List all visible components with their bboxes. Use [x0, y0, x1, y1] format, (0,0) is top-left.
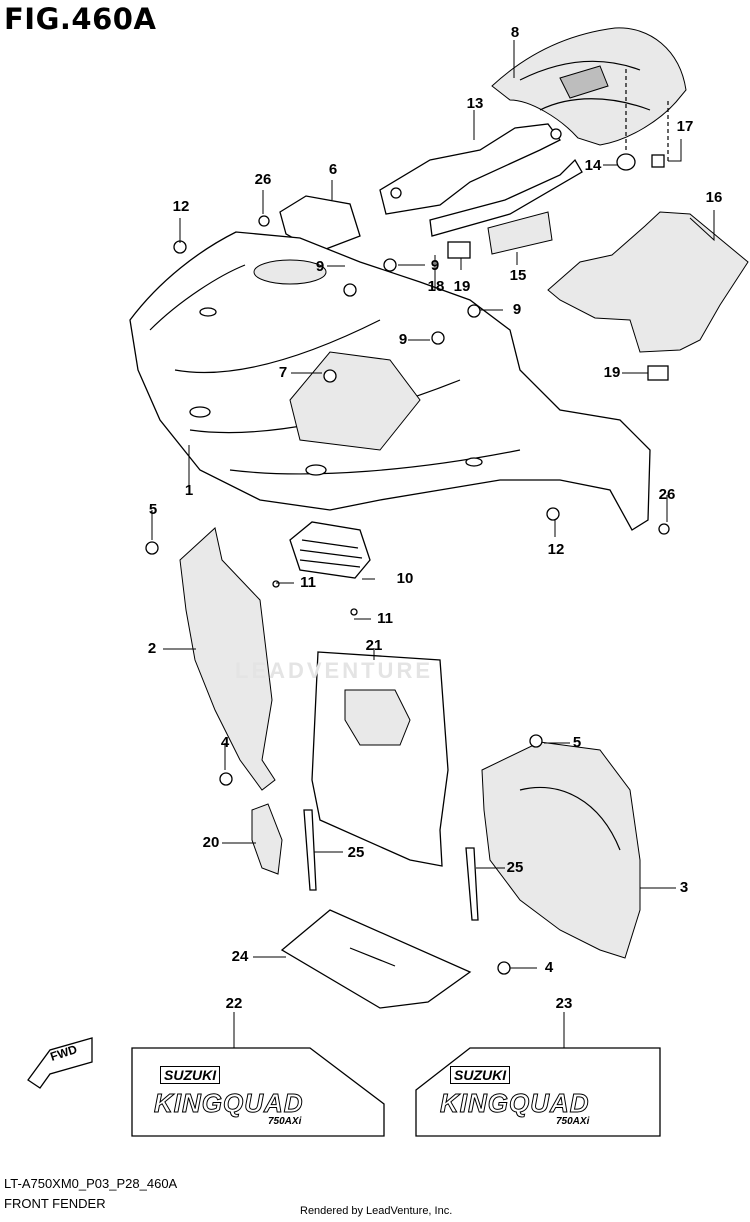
leader-lines [151, 40, 715, 1048]
callout-23[interactable]: 23 [555, 995, 573, 1012]
callout-2[interactable]: 2 [147, 640, 157, 657]
figure-title: FIG.460A [4, 2, 157, 36]
part-20-bracket [251, 803, 283, 875]
part-1-front-fender [129, 231, 651, 531]
callout-25[interactable]: 25 [506, 859, 524, 876]
callout-11[interactable]: 11 [300, 574, 316, 591]
part-21-panel [311, 651, 449, 867]
callout-10[interactable]: 10 [396, 570, 414, 587]
rendered-by: Rendered by LeadVenture, Inc. [300, 1205, 453, 1217]
part-7-grommet [323, 369, 337, 383]
callout-3[interactable]: 3 [679, 879, 689, 896]
callout-9[interactable]: 9 [512, 301, 522, 318]
callout-4[interactable]: 4 [544, 959, 554, 976]
decal-22-badge: 750AXi [268, 1116, 302, 1127]
callout-4[interactable]: 4 [220, 734, 230, 751]
fasteners [145, 215, 670, 975]
part-13-bracket [379, 123, 583, 237]
decal-23-brand: SUZUKI [450, 1066, 511, 1084]
watermark: LEADVENTURE [235, 658, 434, 683]
part-19b-block [647, 365, 669, 381]
callout-15[interactable]: 15 [509, 267, 527, 284]
callout-6[interactable]: 6 [328, 161, 338, 178]
part-15-pad [487, 211, 553, 255]
callout-26[interactable]: 26 [658, 486, 676, 503]
callout-17[interactable]: 17 [676, 118, 694, 135]
callout-19[interactable]: 19 [603, 364, 621, 381]
part-22-decal-left [131, 1047, 385, 1137]
part-25a-tie [303, 809, 317, 891]
callout-5[interactable]: 5 [148, 501, 158, 518]
callout-25[interactable]: 25 [347, 844, 365, 861]
callout-11[interactable]: 11 [377, 610, 393, 627]
decal-23-model: KINGQUAD [440, 1088, 590, 1119]
part-10-grille [289, 521, 371, 579]
callout-13[interactable]: 13 [466, 95, 484, 112]
callout-7[interactable]: 7 [278, 364, 288, 381]
part-8-cover [491, 27, 687, 146]
callout-20[interactable]: 20 [202, 834, 220, 851]
callout-9[interactable]: 9 [430, 257, 440, 274]
decal-23-badge: 750AXi [556, 1116, 590, 1127]
callout-12[interactable]: 12 [547, 541, 565, 558]
callout-24[interactable]: 24 [231, 948, 249, 965]
callout-9[interactable]: 9 [315, 258, 325, 275]
part-23-decal-right [415, 1047, 661, 1137]
callout-9[interactable]: 9 [398, 331, 408, 348]
decal-22-brand: SUZUKI [160, 1066, 221, 1084]
callout-1[interactable]: 1 [184, 482, 194, 499]
callout-8[interactable]: 8 [510, 24, 520, 41]
part-24-plate [280, 909, 472, 1009]
callout-12[interactable]: 12 [172, 198, 190, 215]
callout-19[interactable]: 19 [453, 278, 471, 295]
callout-14[interactable]: 14 [584, 157, 602, 174]
callout-21[interactable]: 21 [365, 637, 383, 654]
callout-5[interactable]: 5 [572, 734, 582, 751]
decal-22-model: KINGQUAD [154, 1088, 304, 1119]
part-2-inner-panel-left [179, 527, 276, 791]
figure-code: LT-A750XM0_P03_P28_460A [4, 1176, 178, 1191]
callout-22[interactable]: 22 [225, 995, 243, 1012]
callout-16[interactable]: 16 [705, 189, 723, 206]
fasteners-14-17 [616, 65, 669, 171]
figure-name: FRONT FENDER [4, 1196, 106, 1211]
callout-18[interactable]: 18 [427, 278, 445, 295]
part-3-inner-fender-right [481, 741, 641, 959]
part-19a-block [447, 241, 471, 259]
fwd-arrow-icon [27, 1037, 93, 1089]
callout-26[interactable]: 26 [254, 171, 272, 188]
part-25b-tie [465, 847, 479, 921]
part-16-panel [547, 211, 749, 353]
